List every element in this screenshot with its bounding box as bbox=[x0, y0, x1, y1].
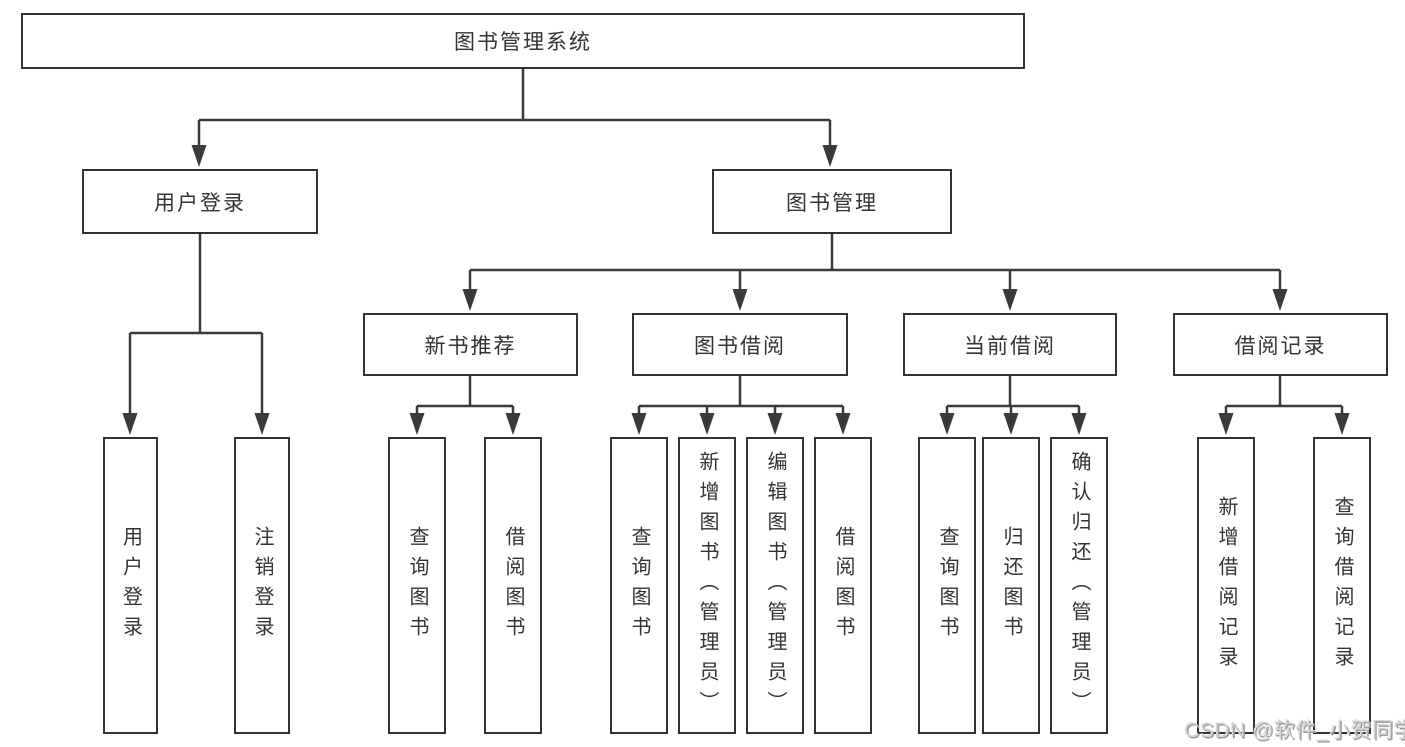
leaf-records-add-record: 新增借阅记录 bbox=[1197, 437, 1255, 734]
node-label: 查询图书 bbox=[628, 525, 650, 646]
leaf-borrow-add-books-admin: 新增图书（管理员） bbox=[678, 437, 736, 734]
node-label: 查询借阅记录 bbox=[1331, 495, 1353, 676]
node-label: 新书推荐 bbox=[424, 334, 517, 358]
node-label: 图书管理系统 bbox=[454, 31, 592, 54]
leaf-newrec-query-books: 查询图书 bbox=[388, 437, 446, 734]
node-book-borrow: 图书借阅 bbox=[632, 313, 848, 376]
node-label: 图书管理 bbox=[786, 191, 878, 215]
node-book-management: 图书管理 bbox=[712, 169, 952, 234]
node-label: 新增图书（管理员） bbox=[696, 450, 718, 721]
node-label: 确认归还（管理员） bbox=[1068, 450, 1090, 721]
node-label: 借阅图书 bbox=[832, 525, 854, 646]
node-label: 新增借阅记录 bbox=[1215, 495, 1237, 676]
leaf-current-return-books: 归还图书 bbox=[982, 437, 1040, 734]
node-label: 图书借阅 bbox=[694, 334, 786, 358]
leaf-logout: 注销登录 bbox=[234, 437, 290, 734]
leaf-records-query-record: 查询借阅记录 bbox=[1313, 437, 1371, 734]
leaf-user-login: 用户登录 bbox=[103, 437, 158, 734]
leaf-borrow-borrow-books: 借阅图书 bbox=[814, 437, 872, 734]
watermark: CSDN @软件_小贺同学 bbox=[1184, 719, 1405, 742]
leaf-newrec-borrow-books: 借阅图书 bbox=[484, 437, 542, 734]
node-root: 图书管理系统 bbox=[21, 13, 1025, 69]
node-label: 当前借阅 bbox=[964, 334, 1056, 358]
leaf-borrow-query-books: 查询图书 bbox=[610, 437, 668, 734]
node-label: 用户登录 bbox=[154, 191, 246, 215]
node-label: 查询图书 bbox=[406, 525, 428, 646]
node-label: 归还图书 bbox=[1000, 525, 1022, 646]
node-label: 查询图书 bbox=[936, 525, 958, 646]
leaf-current-confirm-return-admin: 确认归还（管理员） bbox=[1050, 437, 1108, 734]
node-label: 借阅记录 bbox=[1234, 334, 1327, 358]
arrowheads bbox=[122, 145, 1350, 435]
leaf-current-query-books: 查询图书 bbox=[918, 437, 976, 734]
node-user-login: 用户登录 bbox=[82, 169, 318, 234]
node-borrow-records: 借阅记录 bbox=[1173, 313, 1388, 376]
node-new-book-recommend: 新书推荐 bbox=[363, 313, 578, 376]
leaf-borrow-edit-books-admin: 编辑图书（管理员） bbox=[746, 437, 804, 734]
node-label: 注销登录 bbox=[251, 525, 273, 646]
node-label: 借阅图书 bbox=[502, 525, 524, 646]
node-label: 用户登录 bbox=[119, 525, 142, 646]
node-label: 编辑图书（管理员） bbox=[764, 450, 786, 721]
node-current-borrow: 当前借阅 bbox=[903, 313, 1117, 376]
